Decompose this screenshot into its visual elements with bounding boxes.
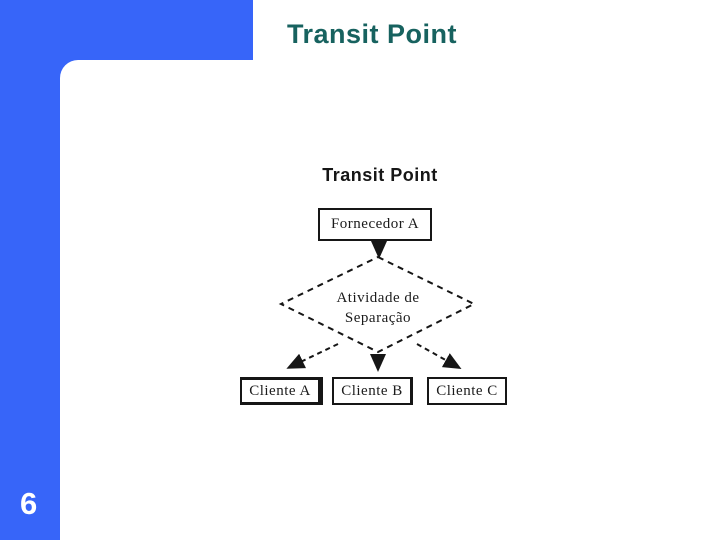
diagram-title: Transit Point bbox=[322, 165, 438, 185]
arrow-to-cliente-a bbox=[286, 343, 339, 369]
client-box-b: Cliente B bbox=[332, 377, 413, 405]
decision-diamond-label: Atividade de Separação bbox=[293, 288, 463, 328]
page-number: 6 bbox=[20, 486, 38, 521]
client-box-a: Cliente A bbox=[240, 377, 323, 405]
left-accent-column bbox=[0, 0, 60, 540]
decision-label-line2: Separação bbox=[344, 310, 412, 326]
client-box-c: Cliente C bbox=[427, 377, 507, 405]
arrow-to-cliente-c bbox=[416, 343, 462, 369]
slide-title: Transit Point bbox=[287, 19, 458, 49]
supplier-box: Fornecedor A bbox=[318, 208, 432, 241]
decision-label-line1: Atividade de bbox=[336, 290, 420, 306]
decision-diamond-shape bbox=[278, 255, 477, 354]
